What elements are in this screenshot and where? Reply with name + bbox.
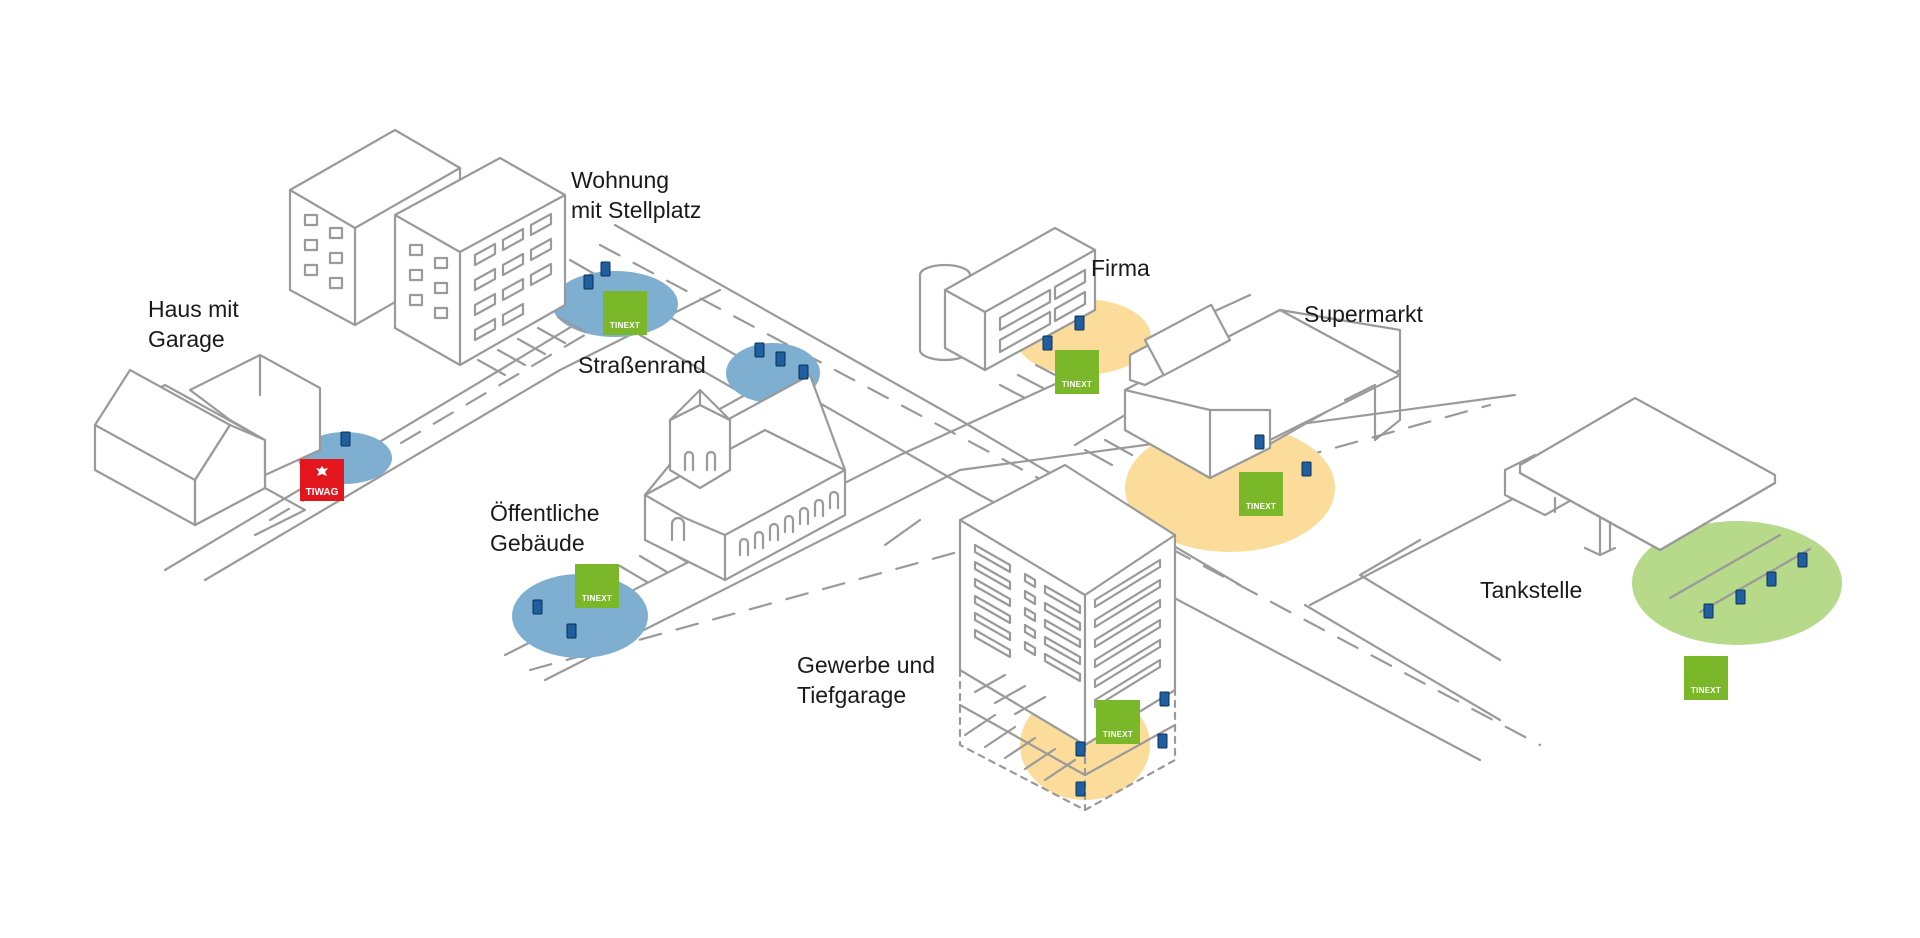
label-gewerbe-und-tiefgarage: Gewerbe und Tiefgarage (797, 652, 936, 708)
label-haus-mit-garage: Haus mit Garage (148, 296, 239, 352)
office-tower (958, 463, 1177, 812)
charger-icon (1074, 315, 1085, 331)
tinext-logo-text: TINEXT (1690, 686, 1722, 695)
apartment-buildings (288, 128, 567, 367)
charging-stations (340, 261, 1808, 797)
charger-icon (1797, 552, 1808, 568)
gas-station (1503, 396, 1777, 557)
charger-icon (1075, 781, 1086, 797)
tinext-logo: TINEXT (1239, 472, 1283, 516)
charger-icon (1159, 691, 1170, 707)
tinext-logo-text: TINEXT (1061, 380, 1093, 389)
tinext-logo: TINEXT (1684, 656, 1728, 700)
tinext-logo-text: TINEXT (609, 321, 641, 330)
label-supermarkt: Supermarkt (1304, 301, 1423, 327)
charger-icon (1301, 461, 1312, 477)
tinext-logo-text: TINEXT (581, 594, 613, 603)
label-strassenrand: Straßenrand (578, 352, 706, 378)
tinext-logo-text: TINEXT (1102, 730, 1134, 739)
company-building (918, 226, 1097, 372)
charger-icon (1766, 571, 1777, 587)
charger-icon (775, 351, 786, 367)
church (643, 373, 847, 582)
tiwag-logo-text: TIWAG (305, 487, 339, 498)
tinext-logo: TINEXT (603, 291, 647, 335)
charger-icon (1735, 589, 1746, 605)
charger-icon (754, 342, 765, 358)
label-wohnung-mit-stellplatz: Wohnung mit Stellplatz (571, 167, 702, 223)
eagle-icon (316, 466, 328, 476)
charger-icon (1703, 603, 1714, 619)
tinext-logo-text: TINEXT (1245, 502, 1277, 511)
tinext-logo: TINEXT (575, 564, 619, 608)
supermarket-building (1123, 303, 1402, 480)
charger-icon (600, 261, 611, 277)
label-firma: Firma (1091, 255, 1150, 281)
label-tankstelle: Tankstelle (1480, 577, 1583, 603)
charger-icon (1254, 434, 1265, 450)
tinext-logo: TINEXT (1096, 700, 1140, 744)
house-with-garage (93, 353, 322, 537)
charger-icon (798, 364, 809, 380)
underground-garage (958, 668, 1177, 812)
charger-icon (532, 599, 543, 615)
tinext-logo: TINEXT (1055, 350, 1099, 394)
tiwag-logo: TIWAG (300, 459, 344, 501)
charger-icon (1075, 741, 1086, 757)
charger-icon (1157, 733, 1168, 749)
zone-tankstelle (1632, 521, 1842, 645)
charger-icon (566, 623, 577, 639)
charger-icon (1042, 335, 1053, 351)
charger-icon (583, 274, 594, 290)
charger-icon (340, 431, 351, 447)
label-oeffentliche-gebaeude: Öffentliche Gebäude (490, 500, 600, 556)
